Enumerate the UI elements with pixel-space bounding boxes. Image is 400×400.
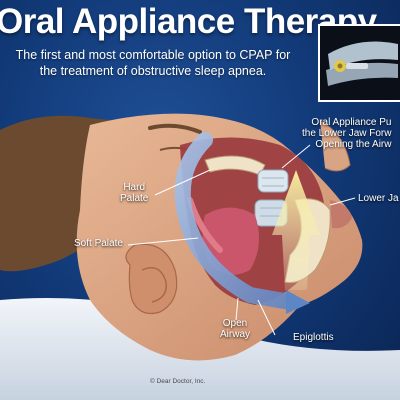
appliance-photo-inset: [318, 24, 400, 102]
copyright-notice: © Dear Doctor, Inc.: [150, 378, 206, 385]
appliance-photo: [320, 26, 400, 100]
open-airway-label-line-2: Airway: [220, 329, 251, 340]
hard-palate-label-line-1: Hard: [123, 182, 146, 193]
lower-jaw-label: Lower Ja: [358, 193, 399, 204]
appliance-label-line-2: the Lower Jaw Forw: [302, 128, 392, 139]
tongue: [202, 207, 259, 275]
appliance-label-line-3: Opening the Airw: [315, 139, 392, 150]
soft-palate: [187, 197, 223, 253]
leader-appliance: [281, 144, 311, 169]
lips: [330, 200, 352, 229]
leader-soft-palate: [127, 237, 199, 246]
leader-lower-jaw: [329, 197, 356, 206]
airflow-arrow: [174, 132, 298, 310]
hard-palate-label-line-2: Palate: [120, 193, 149, 204]
appliance-label: Oral Appliance Pu the Lower Jaw Forw Ope…: [302, 117, 391, 150]
jaw-forward-arrow: [272, 170, 320, 290]
epiglottis-label: Epiglottis: [293, 332, 334, 343]
airflow-arrowhead: [286, 290, 310, 314]
leader-hard-palate: [154, 169, 211, 196]
page-title: Oral Appliance Therapy: [0, 2, 377, 41]
brow: [148, 123, 202, 134]
soft-palate-label: Soft Palate: [74, 238, 123, 249]
appliance-upper: [257, 169, 289, 193]
leader-open-airway: [235, 297, 239, 321]
ear: [125, 243, 178, 315]
page-subtitle: The first and most comfortable option to…: [15, 48, 291, 78]
hard-palate-label: Hard Palate: [120, 182, 148, 204]
nose: [319, 119, 351, 172]
leader-epiglottis: [257, 299, 276, 336]
open-airway-label-line-1: Open: [222, 318, 248, 329]
appliance-label-line-1: Oral Appliance Pu: [311, 117, 392, 128]
open-airway-label: Open Airway: [220, 318, 250, 340]
